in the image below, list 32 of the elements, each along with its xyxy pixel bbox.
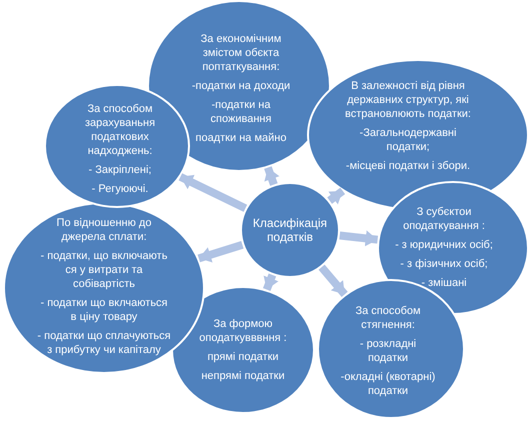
arrow [198,240,244,262]
list-item: - податки що сплачуються з прибутку чи капіталу [36,328,172,356]
list-item: - Закріплені; [88,163,152,177]
list-item: -окладні (квотарні) податки [340,370,436,398]
category-heading: За способом стягнення: [354,304,422,332]
list-item: -податки на доходи [192,78,290,92]
list-item: - з юридичних осіб; [395,238,493,252]
list-item: прямі податки [207,350,279,364]
category-heading: За формою оподаткувввння : [198,317,288,345]
list-item: - змішані [421,276,467,290]
list-item: -податки на споживання [210,98,272,126]
list-item: -місцеві податки і збори. [346,159,470,173]
category-heading: За економічним змістом обєкта поптаткування: [200,32,282,74]
list-item: поадтки на майно [196,130,286,144]
arrow [318,264,348,297]
category-heading: В залежності від рівня державних структур, які встрановлюють податки: [344,79,472,121]
list-item: непрямі податки [201,369,285,383]
list-item: - податки, що включають ся у витрати та собівартість [40,248,168,290]
list-item: -Загальнодержавні податки; [358,126,458,154]
arrow [262,273,278,292]
arrow [327,188,346,204]
category-heading: За способом зарахуваньня податкових надходжень: [84,102,156,158]
list-item: - Регуюючі. [92,182,148,196]
list-item: - з фізичних осіб; [400,256,488,270]
arrow [178,173,248,212]
arrow [264,166,280,186]
category-heading: З субєктои оподаткування : [402,204,486,232]
category-heading: По відношенню до джерела сплати: [56,216,152,244]
list-item: - податки що вклчаються в ціну товару [39,296,169,324]
list-item: - розкладні податки [358,337,418,365]
arrow [339,230,378,246]
center-title: Класифікація податків [252,216,328,244]
